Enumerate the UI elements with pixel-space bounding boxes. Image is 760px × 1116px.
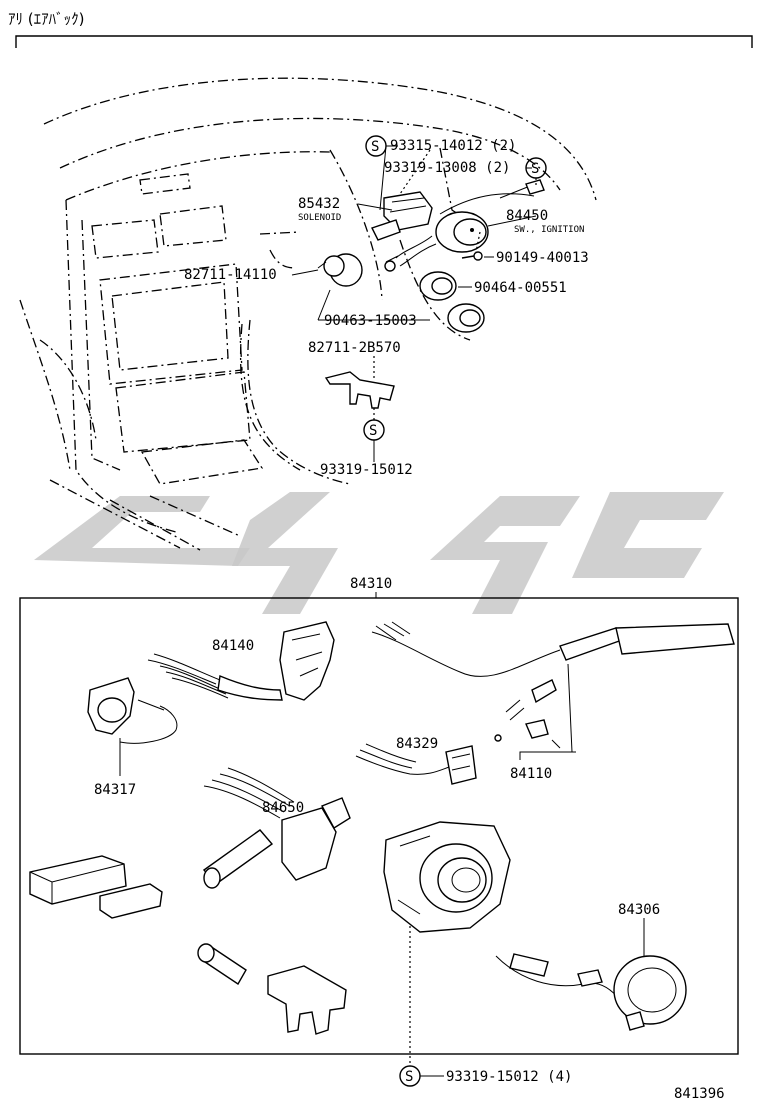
figure-number: 841396 bbox=[674, 1086, 725, 1102]
part-84317 bbox=[87, 677, 178, 744]
label-85432: 85432 bbox=[298, 196, 340, 212]
label-93315-14012: 93315-14012 (2) bbox=[390, 138, 516, 154]
part-84329 bbox=[355, 743, 477, 785]
label-sw-ignition: SW., IGNITION bbox=[514, 225, 584, 235]
label-90149-40013: 90149-40013 bbox=[496, 250, 589, 266]
solenoid-part bbox=[371, 191, 433, 272]
s-mark-label: S bbox=[405, 1069, 413, 1085]
cylinder-82711 bbox=[317, 253, 363, 287]
label-84317: 84317 bbox=[94, 782, 136, 798]
label-90463-15003: 90463-15003 bbox=[324, 313, 417, 329]
label-84306: 84306 bbox=[618, 902, 660, 918]
part-bracket bbox=[267, 965, 347, 1035]
label-93319-15012-4: 93319-15012 (4) bbox=[446, 1069, 572, 1085]
part-knob-cylinder bbox=[197, 943, 247, 985]
label-solenoid: SOLENOID bbox=[298, 213, 341, 223]
label-82711-2b570: 82711-2B570 bbox=[308, 340, 401, 356]
ignition-switch-part bbox=[399, 179, 545, 267]
s-mark-upper-3: S bbox=[363, 419, 385, 441]
label-84110: 84110 bbox=[510, 766, 552, 782]
label-93319-13008: 93319-13008 (2) bbox=[384, 160, 510, 176]
s-mark-upper-2: S bbox=[525, 157, 547, 179]
ring-90464 bbox=[419, 271, 457, 301]
header-title: ｱﾘ (ｴｱﾊﾞｯｸ) bbox=[8, 10, 84, 28]
label-93319-15012: 93319-15012 bbox=[320, 462, 413, 478]
s-mark-lower: S bbox=[399, 1065, 421, 1087]
part-switch-block bbox=[29, 855, 163, 919]
assembly-box bbox=[19, 597, 739, 1055]
s-mark-label: S bbox=[369, 423, 377, 439]
label-84140: 84140 bbox=[212, 638, 254, 654]
part-spiral-cable bbox=[383, 821, 511, 933]
s-mark-upper-1: S bbox=[365, 135, 387, 157]
part-84650 bbox=[202, 767, 351, 889]
header-bracket bbox=[15, 35, 753, 48]
part-84140 bbox=[147, 621, 335, 701]
screw-90149 bbox=[461, 251, 483, 261]
label-90464-00551: 90464-00551 bbox=[474, 280, 567, 296]
label-84329: 84329 bbox=[396, 736, 438, 752]
label-84310: 84310 bbox=[350, 576, 392, 592]
bracket-82711-2b570 bbox=[324, 371, 395, 409]
s-mark-label: S bbox=[531, 161, 539, 177]
watermark-logo bbox=[34, 492, 724, 614]
label-82711-14110: 82711-14110 bbox=[184, 267, 277, 283]
ring-90463 bbox=[447, 303, 485, 333]
leader-84110 bbox=[519, 663, 576, 760]
label-84650: 84650 bbox=[262, 800, 304, 816]
s-mark-label: S bbox=[371, 139, 379, 155]
part-84110 bbox=[371, 621, 735, 749]
label-84450: 84450 bbox=[506, 208, 548, 224]
upper-leader-lines bbox=[291, 145, 537, 462]
part-84306 bbox=[495, 953, 687, 1031]
